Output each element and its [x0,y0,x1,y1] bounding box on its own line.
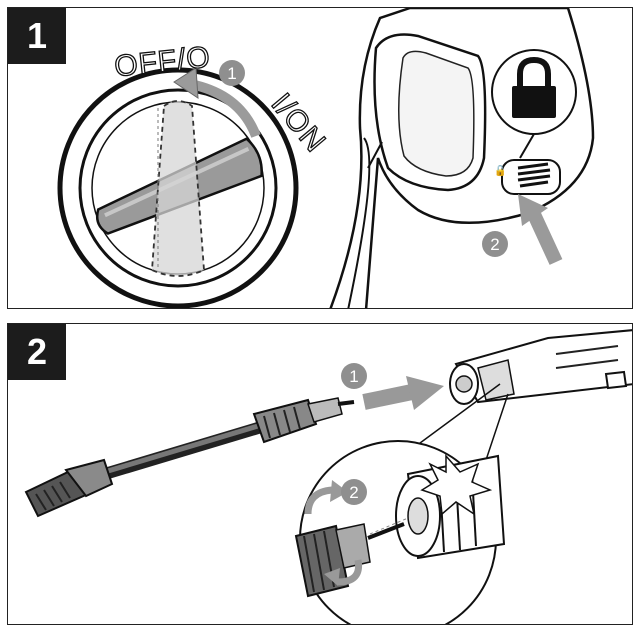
rotate-arrow-icon [304,480,363,586]
switch-grip [517,162,551,188]
step-1-illustration: OFF/O I/ON 1 🔓 [57,8,595,308]
callout-circle-2 [482,231,508,257]
callout-2: 2 [490,235,499,254]
spray-lance [24,397,355,518]
callout-circle-1 [219,60,245,86]
nozzle-ribs [35,481,71,511]
dial-knob-off-position [151,100,205,277]
callout-2: 2 [349,483,358,502]
callout-1: 1 [349,367,358,386]
step-2-illustration: 1 [24,329,632,624]
callout-circle-1 [341,363,367,389]
switch-dial [57,67,299,308]
rotate-arrow-icon [188,79,261,138]
step-number-badge: 2 [8,324,66,380]
push-arrow-icon [518,194,563,265]
detail-magnifier [294,440,506,624]
callout-1: 1 [227,64,236,83]
step-2-panel: 2 [7,323,633,625]
push-arrow-icon [362,376,444,410]
svg-text:🔓: 🔓 [494,164,506,177]
step-number-badge: 1 [8,8,66,64]
lock-icon [512,56,556,118]
machine-body: 🔓 [329,8,595,308]
callout-circle-2 [341,479,367,505]
spray-gun [449,329,632,405]
step-1-panel: 1 OFF/O I/ON 1 [7,7,633,309]
